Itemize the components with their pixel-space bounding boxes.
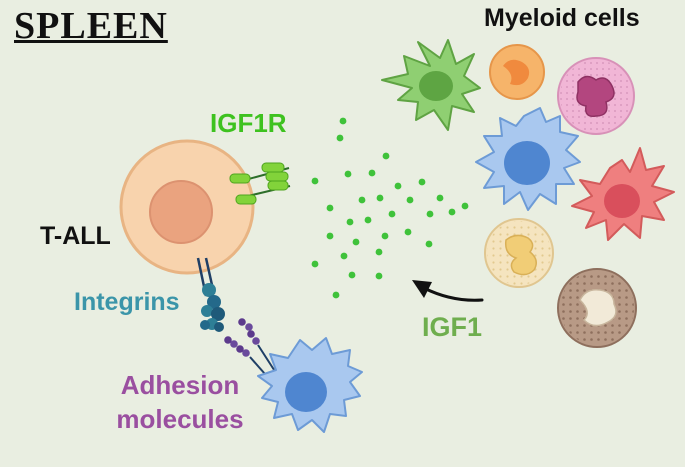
igf1r-label: IGF1R: [210, 108, 287, 138]
monocyte-orange: [489, 44, 545, 100]
adhesion-label-line2: molecules: [116, 404, 244, 434]
igf1r-receptor: [229, 162, 291, 205]
adhesion-label-line1: Adhesion: [120, 370, 240, 400]
integrins-label: Integrins: [74, 288, 180, 316]
dendritic-cell-green: [381, 39, 481, 131]
basophil-brown: [557, 268, 637, 348]
t-all-label: T-ALL: [40, 222, 111, 250]
page-title: SPLEEN: [14, 5, 168, 47]
integrins: [196, 257, 225, 332]
dendritic-cell-bottom: [257, 337, 363, 433]
dendritic-cell-blue: [475, 107, 581, 211]
dendritic-cell-red: [571, 147, 675, 241]
igf1-arrow: [412, 280, 484, 302]
myeloid-cells-label: Myeloid cells: [484, 4, 640, 32]
adhesion-molecules-label: Adhesion molecules: [110, 368, 250, 436]
adhesion-molecules: [224, 318, 279, 383]
eosinophil-cream: [484, 218, 554, 288]
igf1-label: IGF1: [422, 312, 483, 342]
igf1-dots: [311, 117, 469, 299]
neutrophil-pink: [557, 57, 635, 135]
t-all-cell: [119, 139, 255, 275]
